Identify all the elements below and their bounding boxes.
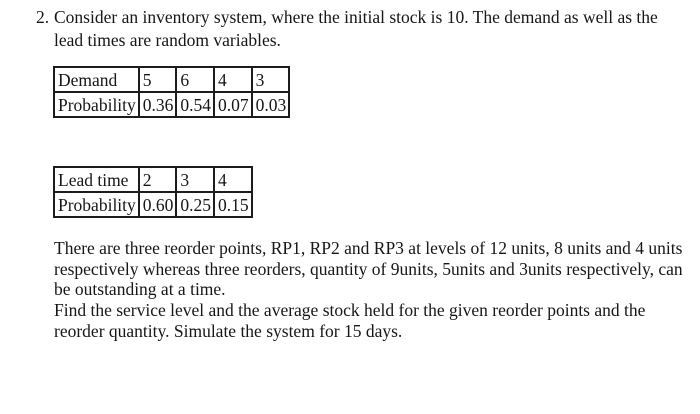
demand-probability-row: Probability 0.36 0.54 0.07 0.03 <box>53 91 291 118</box>
table-cell: 0.25 <box>175 191 216 218</box>
table-cell: 0.54 <box>175 91 216 118</box>
table-cell: Lead time <box>53 166 140 193</box>
problem-body-line: reorder quantity. Simulate the system fo… <box>54 320 403 341</box>
table-cell: 0.07 <box>213 91 253 118</box>
table-cell: Demand <box>53 66 140 93</box>
problem-statement: 2. Consider an inventory system, where t… <box>36 6 658 52</box>
problem-body-line: be outstanding at a time. <box>54 279 226 300</box>
table-cell: 0.15 <box>213 191 253 218</box>
table-cell: Probability <box>53 191 140 218</box>
problem-intro-line: Consider an inventory system, where the … <box>54 7 658 27</box>
table-cell: 5 <box>137 66 178 93</box>
demand-row: Demand 5 6 4 3 <box>53 66 291 93</box>
table-cell: 4 <box>213 166 253 193</box>
lead-time-probability-row: Probability 0.60 0.25 0.15 <box>53 191 253 218</box>
lead-time-row: Lead time 2 3 4 <box>53 166 253 193</box>
table-cell: 0.36 <box>137 91 178 118</box>
table-cell: 0.60 <box>137 191 178 218</box>
problem-number: 2. <box>36 7 50 27</box>
table-cell: 4 <box>213 66 253 93</box>
table-cell: 3 <box>250 66 291 93</box>
table-cell: 0.03 <box>250 91 291 118</box>
demand-probability-table: Demand 5 6 4 3 Probability 0.36 0.54 0.0… <box>53 66 291 118</box>
problem-intro: Consider an inventory system, where the … <box>54 6 658 52</box>
problem-intro-line: lead times are random variables. <box>54 30 281 50</box>
problem-body: There are three reorder points, RP1, RP2… <box>54 238 683 342</box>
lead-time-probability-table: Lead time 2 3 4 Probability 0.60 0.25 0.… <box>53 166 253 218</box>
problem-body-line: Find the service level and the average s… <box>54 300 646 321</box>
table-cell: 6 <box>175 66 216 93</box>
table-cell: Probability <box>53 91 140 118</box>
problem-body-line: respectively whereas three reorders, qua… <box>54 258 683 279</box>
problem-body-line: There are three reorder points, RP1, RP2… <box>54 238 683 258</box>
table-cell: 2 <box>137 166 178 193</box>
table-cell: 3 <box>175 166 216 193</box>
